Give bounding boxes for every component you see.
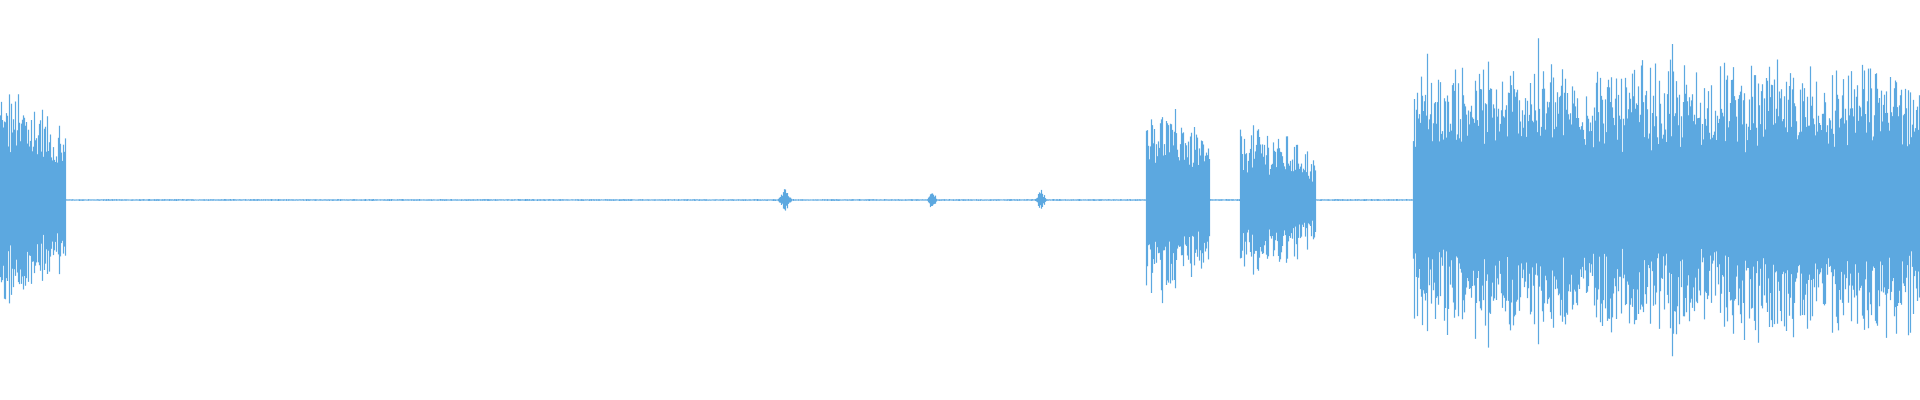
waveform-bars — [0, 38, 1920, 357]
